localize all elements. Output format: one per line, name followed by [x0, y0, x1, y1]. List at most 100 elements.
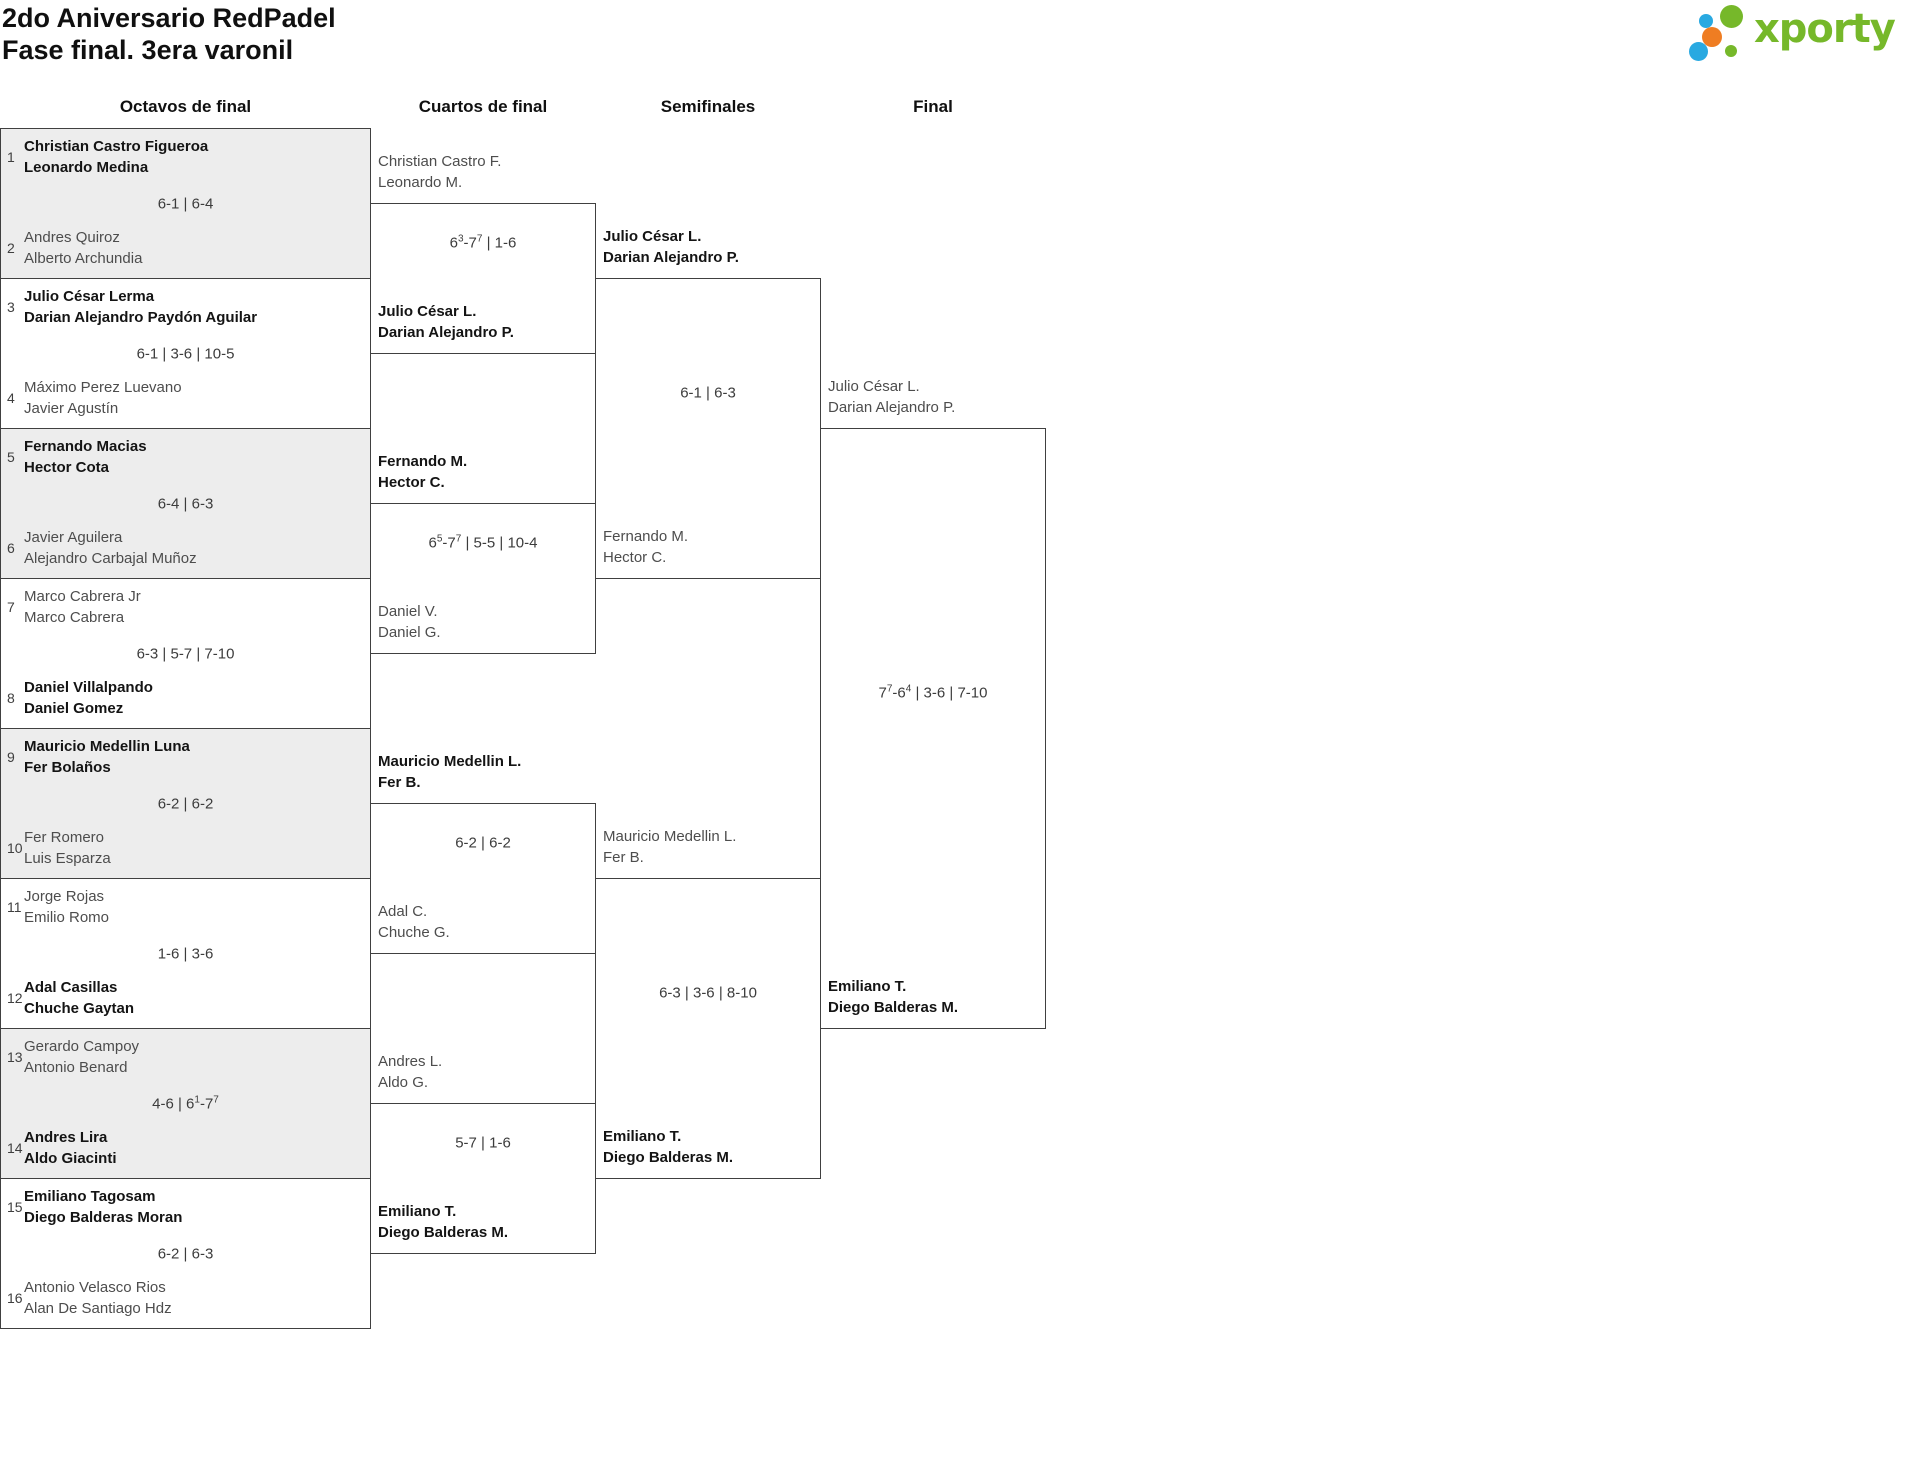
- seed: 11: [7, 898, 22, 915]
- match-score: 6-1 | 6-3: [680, 384, 736, 402]
- tournament-name: 2do Aniversario RedPadel: [2, 3, 336, 33]
- round-header-final: Final: [913, 97, 953, 116]
- logo-dot-green-small: [1725, 45, 1737, 57]
- team: Emiliano T.Diego Balderas M.: [378, 1201, 508, 1243]
- match-score: 6-2 | 6-3: [157, 1245, 214, 1262]
- seed: 9: [7, 748, 15, 765]
- team: Julio César L.Darian Alejandro P.: [378, 301, 514, 343]
- team: Emiliano T.Diego Balderas M.: [828, 976, 958, 1018]
- round-header-cuartos: Cuartos de final: [418, 97, 548, 116]
- team-players: Fernando M.Hector C.: [603, 528, 689, 566]
- seed: 3: [7, 298, 15, 315]
- team-players: Emiliano T.Diego Balderas M.: [378, 1203, 509, 1241]
- seed: 13: [7, 1048, 23, 1065]
- seed: 12: [7, 989, 23, 1006]
- match-score: 6-2 | 6-2: [455, 834, 511, 852]
- seed: 16: [7, 1289, 23, 1306]
- seed: 15: [7, 1198, 23, 1215]
- team: Emiliano T.Diego Balderas M.: [603, 1126, 733, 1168]
- seed: 14: [7, 1139, 23, 1156]
- seed: 10: [7, 839, 23, 856]
- team-players: Christian Castro F.Leonardo M.: [378, 153, 502, 191]
- team: Mauricio Medellin L.Fer B.: [603, 826, 736, 868]
- round-header-semifinales: Semifinales: [660, 97, 756, 116]
- seed: 4: [7, 389, 15, 406]
- team-players: Daniel V.Daniel G.: [378, 603, 441, 641]
- team-players: Mauricio Medellin L.Fer B.: [378, 753, 522, 791]
- match-score: 6-1 | 3-6 | 10-5: [136, 345, 235, 362]
- logo-dot-green-large: [1720, 5, 1743, 28]
- logo-dot-blue-small: [1699, 14, 1713, 28]
- team-players: Andres L.Aldo G.: [378, 1053, 443, 1091]
- match-score: 6-2 | 6-2: [157, 795, 214, 812]
- team-players: Emiliano T.Diego Balderas M.: [603, 1128, 734, 1166]
- logo-dot-orange: [1702, 27, 1722, 47]
- team-players: Emiliano T.Diego Balderas M.: [828, 978, 959, 1016]
- phase-name: Fase final. 3era varonil: [2, 35, 294, 65]
- round-header-octavos: Octavos de final: [119, 97, 252, 116]
- match-box: [820, 428, 1046, 1029]
- match-score: 5-7 | 1-6: [455, 1134, 511, 1152]
- xporty-logo[interactable]: xporty: [1685, 4, 1915, 66]
- team-players: Adal C.Chuche G.: [378, 903, 450, 941]
- xporty-wordmark: xporty: [1754, 6, 1896, 52]
- match-score: 6-4 | 6-3: [157, 495, 214, 512]
- match-score: 6-3 | 3-6 | 8-10: [659, 984, 757, 1002]
- team-players: Julio César L.Darian Alejandro P.: [603, 228, 739, 266]
- team: Julio César L.Darian Alejandro P.: [603, 226, 739, 268]
- logo-dot-blue-large: [1689, 42, 1708, 61]
- seed: 1: [7, 148, 15, 165]
- team: Andres L.Aldo G.: [378, 1051, 442, 1093]
- seed: 8: [7, 689, 15, 706]
- match-score: 4-6 | 61-77: [152, 1094, 219, 1113]
- seed: 6: [7, 539, 15, 556]
- team-players: Fernando M.Hector C.: [378, 453, 468, 491]
- seed: 7: [7, 598, 15, 615]
- page-title: 2do Aniversario RedPadel Fase final. 3er…: [2, 2, 336, 66]
- match-score: 77-64 | 3-6 | 7-10: [878, 683, 988, 702]
- seed: 2: [7, 239, 15, 256]
- team: Daniel V.Daniel G.: [378, 601, 441, 643]
- match-score: 63-77 | 1-6: [449, 233, 517, 252]
- match-score: 6-1 | 6-4: [157, 195, 214, 212]
- team-players: Julio César L.Darian Alejandro P.: [828, 378, 956, 416]
- team: Julio César L.Darian Alejandro P.: [828, 376, 955, 418]
